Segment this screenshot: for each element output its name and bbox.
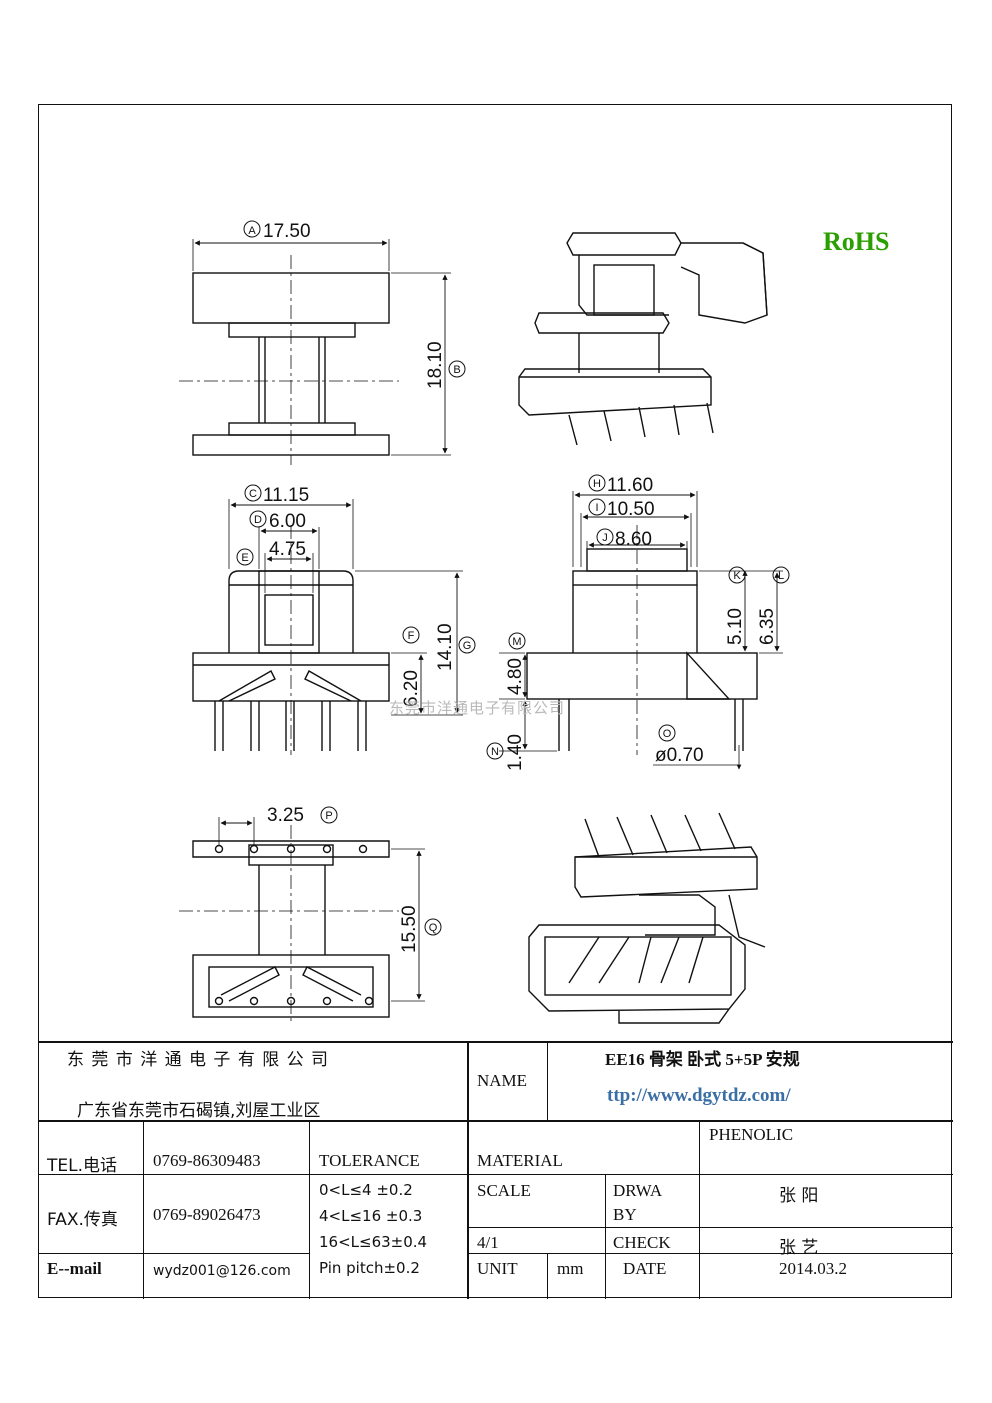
marker-a: A — [248, 225, 256, 237]
fax-value: 0769-89026473 — [153, 1205, 261, 1224]
dim-c: 11.15 — [263, 485, 309, 506]
tolerance-row-1: 0<L≤4 ±0.2 — [319, 1181, 413, 1199]
dim-a: 17.50 — [263, 221, 311, 242]
dim-j: 8.60 — [615, 529, 652, 550]
material-label: MATERIAL — [477, 1151, 563, 1170]
unit-label: UNIT — [477, 1259, 518, 1278]
drawn-label-1: DRWA — [613, 1181, 663, 1200]
tolerance-row-4: Pin pitch±0.2 — [319, 1259, 420, 1277]
material-value: PHENOLIC — [709, 1125, 794, 1144]
scale-value: 4/1 — [477, 1233, 499, 1252]
drawing-sheet: A 17.50 B 18.10 C 11.15 D 6.00 E 4.75 F … — [38, 104, 953, 1299]
dim-d: 6.00 — [269, 511, 306, 532]
email-value: wydz001@126.com — [153, 1263, 291, 1279]
dim-q: 15.50 — [399, 905, 420, 953]
fax-label: FAX.传真 — [47, 1210, 118, 1230]
date-value: 2014.03.2 — [779, 1259, 847, 1278]
dim-e: 4.75 — [269, 539, 306, 560]
email-label: E--mail — [47, 1259, 102, 1278]
marker-m: M — [512, 636, 521, 648]
top-view — [179, 239, 451, 465]
title-block: 东 莞 市 洋 通 电 子 有 限 公 司 广东省东莞市石碣镇,刘屋工业区 NA… — [39, 1041, 953, 1299]
dim-i: 10.50 — [607, 499, 655, 520]
dim-n: 1.40 — [505, 734, 526, 771]
front-view — [192, 499, 463, 755]
marker-p: P — [325, 810, 332, 822]
dim-o: ø0.70 — [655, 745, 704, 766]
name-label: NAME — [477, 1071, 528, 1090]
isometric-view-top — [518, 232, 768, 446]
dim-l: 6.35 — [757, 608, 778, 645]
side-view — [499, 491, 783, 770]
marker-q: Q — [429, 922, 438, 934]
marker-g: G — [463, 640, 472, 652]
tolerance-label: TOLERANCE — [319, 1151, 420, 1170]
marker-n: N — [491, 746, 499, 758]
bobbin-drawing: A 17.50 B 18.10 C 11.15 D 6.00 E 4.75 F … — [179, 220, 790, 1025]
drawn-by-value: 张 阳 — [779, 1186, 819, 1206]
marker-i: I — [595, 502, 598, 514]
website-link[interactable]: ttp://www.dgytdz.com/ — [607, 1085, 791, 1106]
isometric-view-bottom — [528, 812, 766, 1024]
checked-by-value: 张 艺 — [779, 1238, 819, 1258]
marker-c: C — [249, 488, 257, 500]
marker-k: K — [733, 570, 741, 582]
date-label: DATE — [623, 1259, 667, 1278]
check-label: CHECK — [613, 1233, 671, 1252]
tolerance-row-3: 16<L≤63±0.4 — [319, 1233, 428, 1251]
marker-b: B — [453, 364, 460, 376]
marker-o: O — [663, 728, 672, 740]
tel-value: 0769-86309483 — [153, 1151, 261, 1170]
drawn-label-2: BY — [613, 1205, 637, 1224]
marker-f: F — [408, 630, 415, 642]
tolerance-row-2: 4<L≤16 ±0.3 — [319, 1207, 423, 1225]
company-address: 广东省东莞市石碣镇,刘屋工业区 — [77, 1101, 321, 1121]
technical-drawing-area: A 17.50 B 18.10 C 11.15 D 6.00 E 4.75 F … — [39, 105, 953, 1041]
dim-b: 18.10 — [425, 341, 446, 389]
rohs-label: RoHS — [823, 227, 890, 256]
dim-g: 14.10 — [435, 623, 456, 671]
dim-h: 11.60 — [607, 475, 653, 496]
bottom-view — [179, 817, 425, 1025]
watermark: 东莞市洋通电子有限公司 — [389, 699, 566, 717]
dim-m: 4.80 — [505, 658, 526, 695]
dim-k: 5.10 — [725, 608, 746, 645]
unit-value: mm — [557, 1259, 584, 1278]
marker-j: J — [602, 532, 608, 544]
dim-p: 3.25 — [267, 805, 304, 826]
scale-label: SCALE — [477, 1181, 531, 1200]
company-name: 东 莞 市 洋 通 电 子 有 限 公 司 — [67, 1050, 330, 1070]
marker-h: H — [593, 478, 601, 490]
marker-e: E — [241, 552, 248, 564]
product-name: EE16 骨架 卧式 5+5P 安规 — [605, 1050, 800, 1069]
marker-l: L — [778, 570, 784, 582]
marker-d: D — [254, 514, 262, 526]
tel-label: TEL.电话 — [47, 1156, 118, 1176]
dim-f: 6.20 — [401, 670, 422, 707]
